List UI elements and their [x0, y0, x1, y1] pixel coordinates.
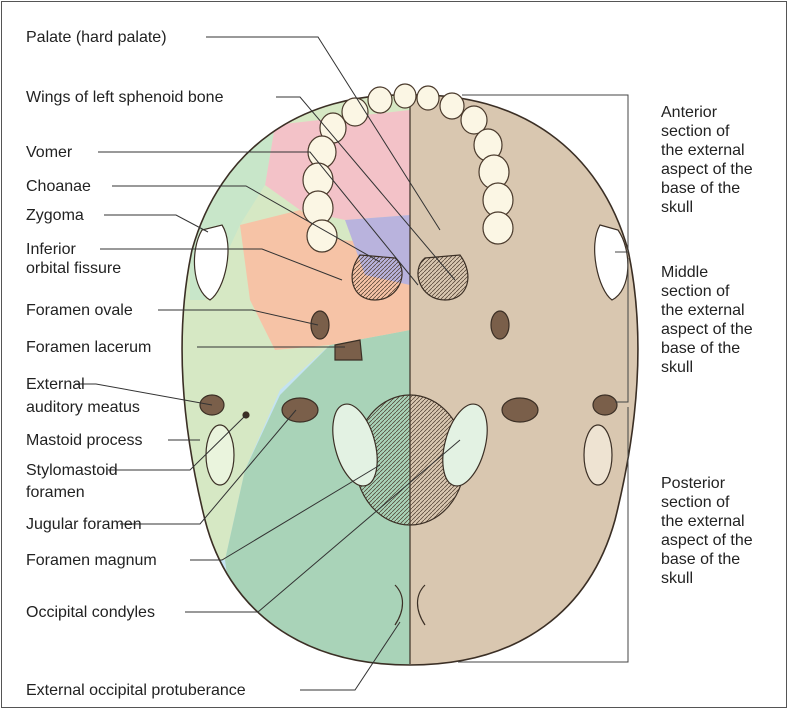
label-jugular: Jugular foramen: [26, 514, 142, 535]
label-external-auditory-2: auditory meatus: [26, 397, 140, 418]
label-stylomastoid-1: Stylomastoid: [26, 460, 118, 481]
label-wings-sphenoid: Wings of left sphenoid bone: [26, 87, 223, 108]
label-stylomastoid-2: foramen: [26, 482, 85, 503]
section-middle: Middle section of the external aspect of…: [661, 263, 753, 377]
right-half-bone: [410, 90, 650, 670]
foramen-ovale-left: [311, 311, 329, 339]
label-foramen-magnum: Foramen magnum: [26, 550, 157, 571]
label-vomer: Vomer: [26, 142, 72, 163]
label-occipital-protuberance: External occipital protuberance: [26, 680, 246, 701]
label-foramen-lacerum: Foramen lacerum: [26, 337, 151, 358]
label-palate: Palate (hard palate): [26, 27, 167, 48]
mastoid-right: [584, 425, 612, 485]
foramen-ovale-right: [491, 311, 509, 339]
section-anterior: Anterior section of the external aspect …: [661, 103, 753, 217]
label-inferior-orbital-1: Inferior: [26, 239, 76, 260]
jugular-left: [282, 398, 318, 422]
label-occipital-condyles: Occipital condyles: [26, 602, 155, 623]
label-mastoid: Mastoid process: [26, 430, 143, 451]
ext-auditory-right: [593, 395, 617, 415]
jugular-right: [502, 398, 538, 422]
mastoid-left: [206, 425, 234, 485]
label-inferior-orbital-2: orbital fissure: [26, 258, 121, 279]
label-choanae: Choanae: [26, 176, 91, 197]
label-external-auditory-1: External: [26, 374, 85, 395]
label-zygoma: Zygoma: [26, 205, 84, 226]
section-posterior: Posterior section of the external aspect…: [661, 474, 753, 588]
label-foramen-ovale: Foramen ovale: [26, 300, 133, 321]
